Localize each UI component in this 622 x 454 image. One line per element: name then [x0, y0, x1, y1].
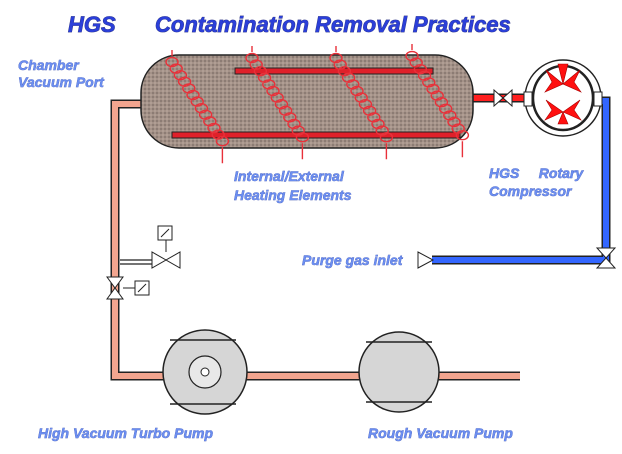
valve-icon	[595, 247, 617, 269]
valve-icon	[151, 251, 181, 269]
chamber-port-label: Chamber	[18, 57, 80, 73]
heating-elements-label: Internal/External	[234, 168, 345, 184]
rough-pump-label: Rough Vacuum Pump	[368, 425, 513, 441]
turbo-pump-label: High Vacuum Turbo Pump	[38, 425, 213, 441]
vacuum-chamber-icon	[140, 54, 474, 149]
heating-coil-lead	[335, 46, 388, 160]
heating-coil	[405, 50, 470, 141]
check-valve-icon	[417, 251, 435, 269]
heating-coil	[165, 56, 230, 147]
purge-inlet-label: Purge gas inlet	[302, 252, 404, 268]
heating-coil-lead	[171, 50, 224, 164]
page-title: Contamination Removal Practices	[155, 12, 511, 37]
pipe-salmon-left	[110, 99, 520, 381]
compressor-label: Compressor	[489, 183, 573, 199]
valve-icon	[106, 276, 124, 300]
turbo-pump-icon	[162, 329, 248, 415]
heating-elements-label: Heating Elements	[234, 187, 352, 203]
heating-coil	[329, 52, 394, 143]
chamber-port-label: Vacuum Port	[18, 74, 105, 90]
heating-coil	[245, 52, 310, 143]
actuator-icon	[120, 225, 173, 265]
actuator-icon	[123, 280, 150, 296]
heating-coil-lead	[411, 44, 464, 158]
rough-pump-icon	[358, 331, 440, 413]
rotary-compressor-icon	[523, 59, 603, 137]
heating-coil-icon	[165, 44, 470, 164]
title-hgs: HGS	[68, 12, 116, 37]
valve-icon	[493, 88, 513, 108]
heating-coil-lead	[251, 46, 304, 160]
compressor-label: HGS Rotary	[489, 165, 584, 181]
